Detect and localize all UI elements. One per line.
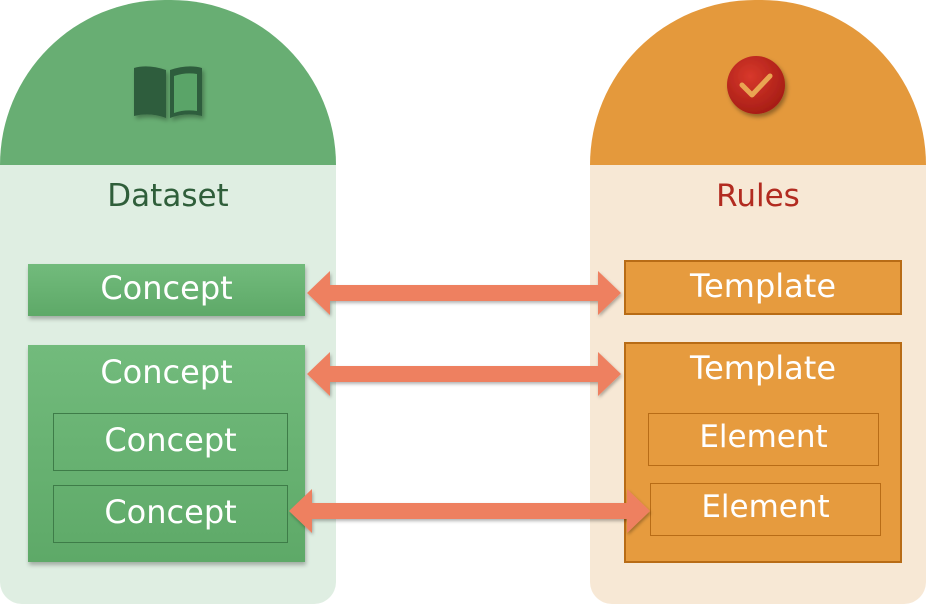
concept-box-2: Concept Concept Concept	[28, 345, 305, 562]
sub-concept-label: Concept	[104, 421, 237, 459]
rules-title: Rules	[716, 178, 800, 214]
template-label: Template	[689, 349, 836, 387]
element-label: Element	[699, 419, 828, 455]
dataset-title: Dataset	[107, 178, 229, 214]
link-arrow-3	[289, 489, 650, 533]
checkmark-circle-icon	[722, 52, 794, 128]
element-box-2: Element	[650, 483, 881, 536]
sub-concept-box-1: Concept	[53, 413, 288, 471]
element-box-1: Element	[648, 413, 879, 466]
link-arrow-2	[307, 352, 621, 396]
sub-concept-label: Concept	[104, 493, 237, 531]
template-box-2: Template Element Element	[624, 342, 902, 563]
element-label: Element	[701, 489, 830, 525]
concept-label: Concept	[100, 353, 233, 391]
book-icon	[128, 62, 208, 130]
concept-label: Concept	[100, 269, 233, 307]
concept-box-1: Concept	[28, 264, 305, 316]
template-label: Template	[689, 267, 836, 305]
link-arrow-1	[307, 271, 621, 315]
template-box-1: Template	[624, 260, 902, 315]
sub-concept-box-2: Concept	[53, 485, 288, 543]
